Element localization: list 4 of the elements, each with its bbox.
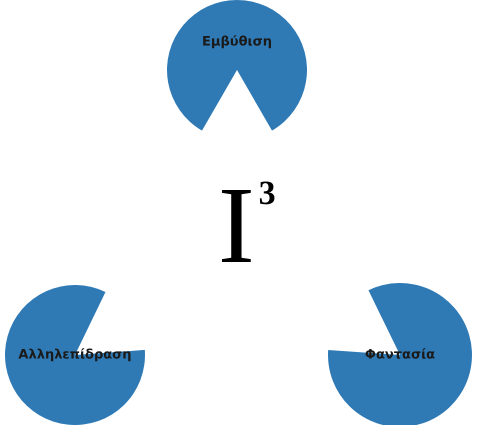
title-symbol: I$^{3}$: [218, 170, 276, 280]
node-label: Αλληλεπίδραση: [18, 348, 132, 362]
node-label: Φαντασία: [364, 348, 436, 362]
node-label: Εμβύθιση: [202, 34, 272, 50]
